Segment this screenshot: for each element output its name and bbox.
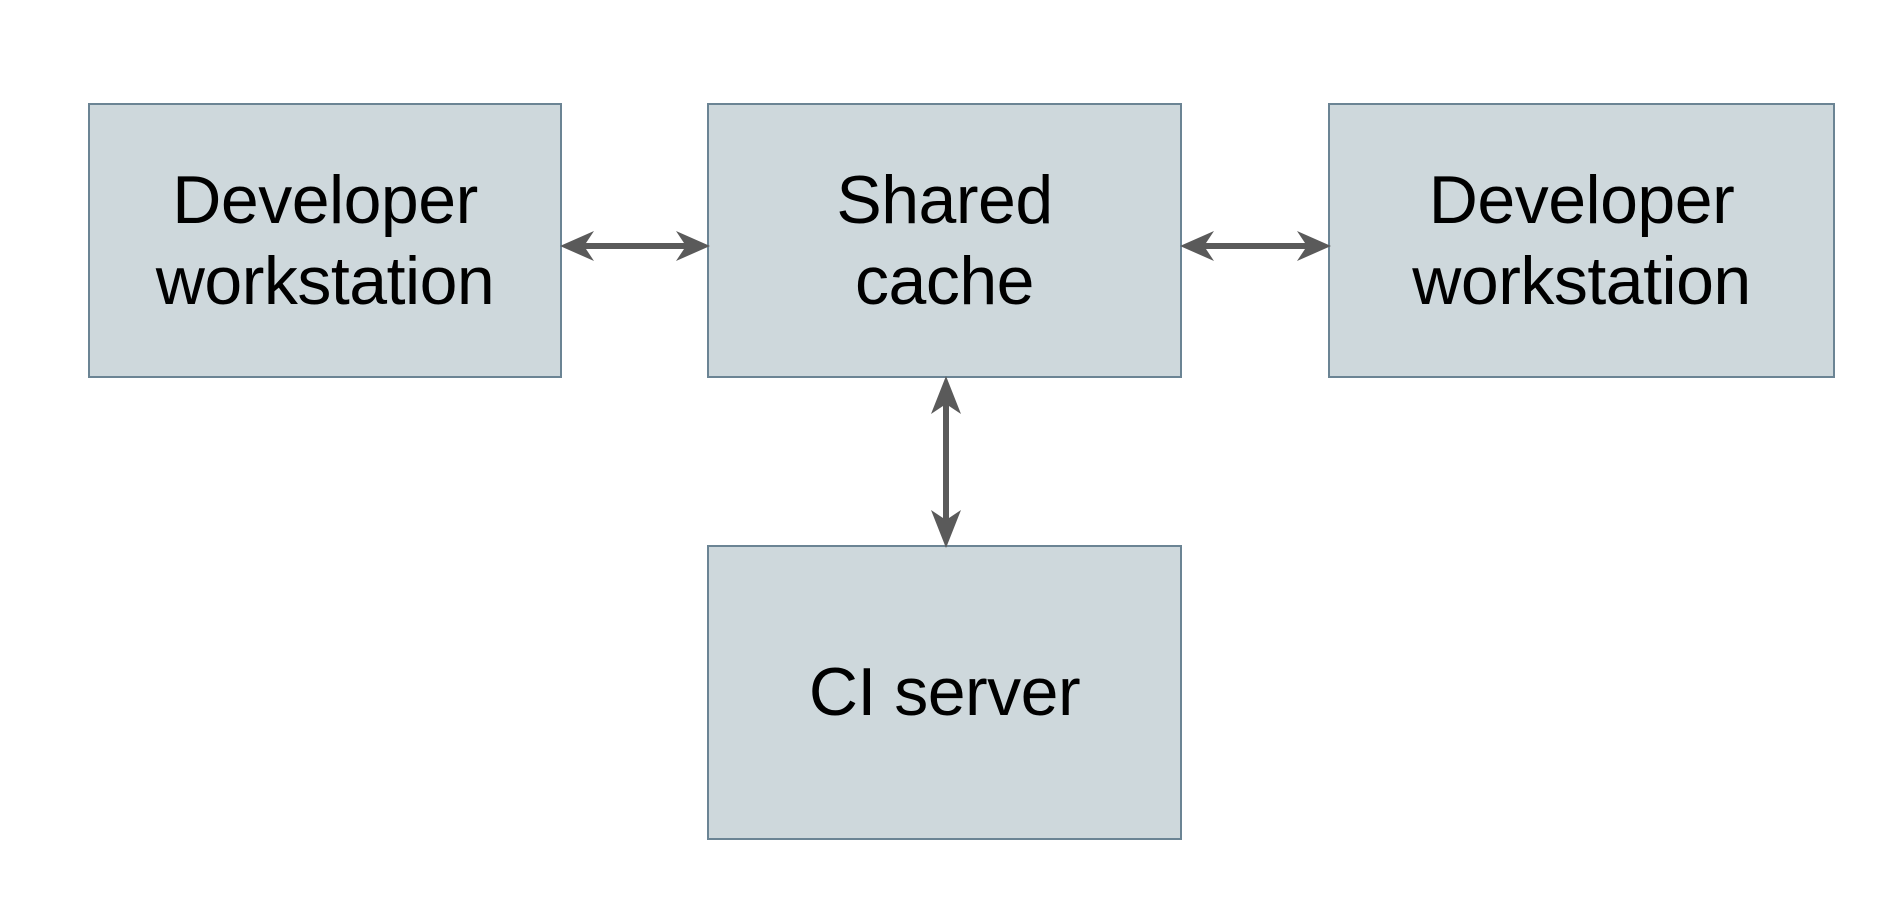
node-developer-workstation-left[interactable]: Developer workstation <box>88 103 562 378</box>
node-shared-cache[interactable]: Shared cache <box>707 103 1182 378</box>
node-label-developer-workstation-left: Developer workstation <box>155 162 495 319</box>
edge-shared-cache-to-developer-workstation-right[interactable] <box>1180 215 1331 277</box>
double-headed-arrow-icon-vertical <box>931 376 961 548</box>
double-headed-arrow-icon <box>1180 231 1331 261</box>
double-headed-arrow-icon <box>560 231 710 261</box>
edge-shared-cache-to-ci-server[interactable] <box>915 376 977 548</box>
node-developer-workstation-right[interactable]: Developer workstation <box>1328 103 1835 378</box>
edge-developer-workstation-left-to-shared-cache[interactable] <box>560 215 710 277</box>
node-ci-server[interactable]: CI server <box>707 545 1182 840</box>
node-label-ci-server: CI server <box>808 654 1081 731</box>
node-label-shared-cache: Shared cache <box>836 162 1053 319</box>
node-label-developer-workstation-right: Developer workstation <box>1412 162 1751 319</box>
